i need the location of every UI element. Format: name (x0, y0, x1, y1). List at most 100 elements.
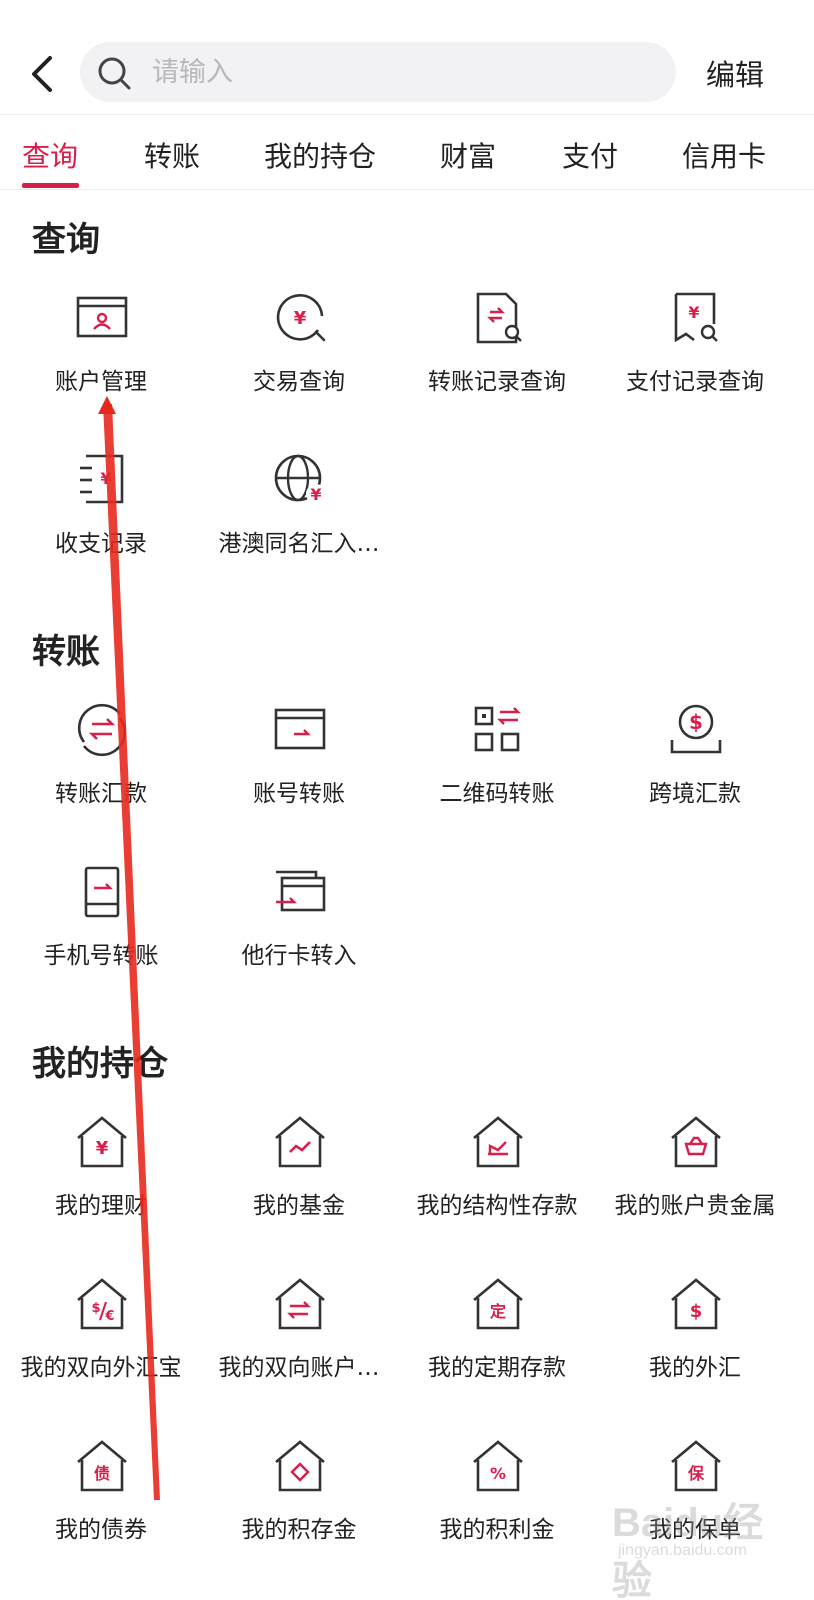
top-bar: 编辑 (0, 0, 814, 114)
svg-text:¥: ¥ (100, 469, 111, 488)
category-tabs: 查询 转账 我的持仓 财富 支付 信用卡 (0, 114, 814, 190)
house-fixed-icon: 定 (473, 1278, 523, 1330)
transfer-circle-icon (77, 703, 127, 757)
search-input[interactable] (152, 42, 652, 102)
menu-item-label: 我的账户贵金属 (614, 1193, 776, 1219)
active-tab-indicator (22, 183, 79, 188)
menu-item-label: 港澳同名汇入… (218, 531, 380, 557)
chevron-left-icon (32, 56, 52, 92)
svg-text:¥: ¥ (96, 1138, 109, 1159)
svg-text:¥: ¥ (310, 485, 321, 504)
menu-item-label: 我的双向外汇宝 (20, 1355, 182, 1381)
menu-item-label: 我的结构性存款 (416, 1193, 578, 1219)
menu-item-label: 我的积利金 (439, 1517, 555, 1543)
house-dollar-icon: $ (671, 1278, 721, 1330)
svg-text:%: % (490, 1464, 506, 1483)
menu-item-my-wealth-mgmt[interactable]: ¥ 我的理财 (2, 1114, 200, 1254)
search-box[interactable] (80, 42, 676, 102)
menu-item-label: 转账记录查询 (428, 369, 566, 395)
svg-text:¥: ¥ (294, 308, 307, 329)
account-card-icon (76, 296, 128, 338)
menu-item-my-bonds[interactable]: 债 我的债券 (2, 1438, 200, 1578)
svg-text:$: $ (689, 710, 703, 734)
tab-payment[interactable]: 支付 (562, 140, 619, 173)
svg-text:定: 定 (489, 1302, 506, 1321)
menu-item-qr-transfer[interactable]: 二维码转账 (398, 702, 596, 842)
menu-item-my-two-way-account[interactable]: 我的双向账户… (200, 1276, 398, 1416)
section-title-query: 查询 (32, 220, 100, 260)
house-yuan-icon: ¥ (77, 1116, 127, 1168)
menu-item-account-management[interactable]: 账户管理 (2, 290, 200, 430)
watermark-text: Baidu经验 (612, 1501, 764, 1600)
menu-item-my-insurance-policy[interactable]: 保 我的保单 (596, 1438, 794, 1578)
menu-item-label: 手机号转账 (43, 943, 159, 969)
svg-text:债: 债 (94, 1464, 110, 1483)
menu-item-income-expense[interactable]: ¥ 收支记录 (2, 452, 200, 592)
menu-item-hk-macau-remittance[interactable]: ¥ 港澳同名汇入… (200, 452, 398, 592)
payment-doc-search-icon: ¥ (674, 292, 718, 343)
tab-transfer[interactable]: 转账 (144, 140, 201, 173)
house-metal-icon (671, 1116, 721, 1168)
house-diamond-icon (275, 1440, 325, 1492)
transfer-doc-search-icon (476, 292, 522, 344)
search-icon (98, 57, 131, 90)
menu-item-label: 我的基金 (253, 1193, 345, 1219)
phone-transfer-icon (84, 866, 120, 918)
section-title-holdings: 我的持仓 (32, 1044, 168, 1084)
menu-item-transaction-query[interactable]: ¥ 交易查询 (200, 290, 398, 430)
menu-item-my-foreign-exchange[interactable]: $ 我的外汇 (596, 1276, 794, 1416)
menu-item-my-interest-gold[interactable]: % 我的积利金 (398, 1438, 596, 1578)
menu-item-phone-transfer[interactable]: 手机号转账 (2, 864, 200, 1004)
house-percent-icon: % (473, 1440, 523, 1492)
yuan-search-icon: ¥ (276, 294, 326, 342)
menu-item-label: 我的定期存款 (428, 1355, 566, 1381)
svg-text:$: $ (690, 1301, 703, 1322)
tab-credit-card[interactable]: 信用卡 (682, 140, 767, 173)
svg-text:€: € (104, 1309, 114, 1324)
menu-item-label: 我的债券 (55, 1517, 147, 1543)
tab-wealth[interactable]: 财富 (440, 140, 497, 173)
menu-item-label: 我的理财 (55, 1193, 147, 1219)
house-chart-icon (275, 1116, 325, 1168)
menu-item-my-fixed-deposit[interactable]: 定 我的定期存款 (398, 1276, 596, 1416)
menu-item-label: 账号转账 (253, 781, 345, 807)
menu-item-account-transfer[interactable]: 账号转账 (200, 702, 398, 842)
menu-item-my-precious-metal[interactable]: 我的账户贵金属 (596, 1114, 794, 1254)
house-bond-icon: 债 (77, 1440, 127, 1492)
menu-item-label: 支付记录查询 (626, 369, 764, 395)
menu-item-cross-border-remittance[interactable]: $ 跨境汇款 (596, 702, 794, 842)
menu-item-transfer-record-query[interactable]: 转账记录查询 (398, 290, 596, 430)
menu-item-my-fx-two-way[interactable]: $ € 我的双向外汇宝 (2, 1276, 200, 1416)
menu-item-label: 我的积存金 (241, 1517, 357, 1543)
menu-item-my-structured-deposit[interactable]: 我的结构性存款 (398, 1114, 596, 1254)
edit-button[interactable]: 编辑 (706, 58, 765, 92)
menu-item-transfer-remittance[interactable]: 转账汇款 (2, 702, 200, 842)
cross-border-dollar-icon: $ (670, 704, 722, 754)
house-insurance-icon: 保 (671, 1440, 721, 1492)
menu-item-label: 交易查询 (253, 369, 345, 395)
menu-item-label: 账户管理 (55, 369, 147, 395)
tab-holdings[interactable]: 我的持仓 (264, 140, 377, 173)
svg-text:$: $ (91, 1301, 100, 1316)
menu-item-payment-record-query[interactable]: ¥ 支付记录查询 (596, 290, 794, 430)
qr-transfer-icon (474, 706, 521, 752)
tab-query[interactable]: 查询 (22, 140, 79, 173)
menu-item-label: 我的外汇 (649, 1355, 741, 1381)
menu-item-my-fund[interactable]: 我的基金 (200, 1114, 398, 1254)
house-structured-icon (473, 1116, 523, 1168)
menu-item-label: 收支记录 (55, 531, 147, 557)
svg-text:¥: ¥ (688, 303, 699, 322)
back-button[interactable] (24, 52, 64, 96)
menu-item-label: 我的双向账户… (218, 1355, 380, 1381)
menu-item-label: 我的保单 (649, 1517, 741, 1543)
menu-item-other-bank-card-in[interactable]: 他行卡转入 (200, 864, 398, 1004)
svg-text:保: 保 (687, 1464, 705, 1483)
menu-item-my-gold-accumulation[interactable]: 我的积存金 (200, 1438, 398, 1578)
menu-item-label: 他行卡转入 (241, 943, 357, 969)
menu-item-label: 二维码转账 (439, 781, 555, 807)
account-transfer-icon (274, 708, 326, 750)
house-exchange-icon (275, 1278, 325, 1330)
house-fx-icon: $ € (77, 1278, 127, 1330)
watermark-subtext: jingyan.baidu.com (618, 1542, 747, 1559)
globe-yuan-icon: ¥ (274, 454, 326, 504)
